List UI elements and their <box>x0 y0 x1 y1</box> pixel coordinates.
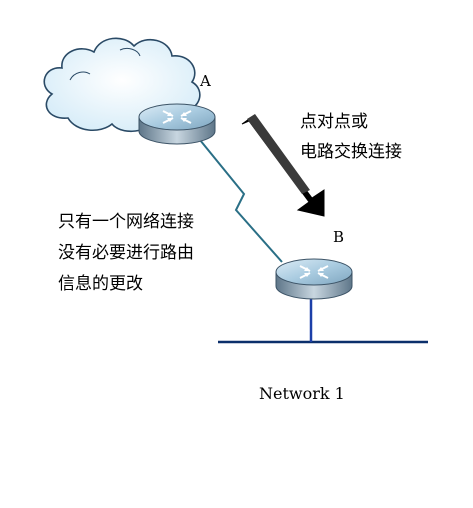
router-a-icon <box>138 103 216 145</box>
serial-link-line <box>199 139 283 263</box>
router-b-icon <box>275 258 353 300</box>
router-b-label: B <box>333 228 345 246</box>
left-text-line-2: 没有必要进行路由 <box>58 243 194 263</box>
arrow-text-line-2: 电路交换连接 <box>300 142 402 162</box>
arrow-icon <box>241 114 325 217</box>
network-label: Network 1 <box>259 384 345 403</box>
left-text-line-1: 只有一个网络连接 <box>58 212 194 232</box>
arrow-text-line-1: 点对点或 <box>300 112 368 132</box>
left-text-line-3: 信息的更改 <box>58 274 143 294</box>
router-a-label: A <box>200 72 211 90</box>
